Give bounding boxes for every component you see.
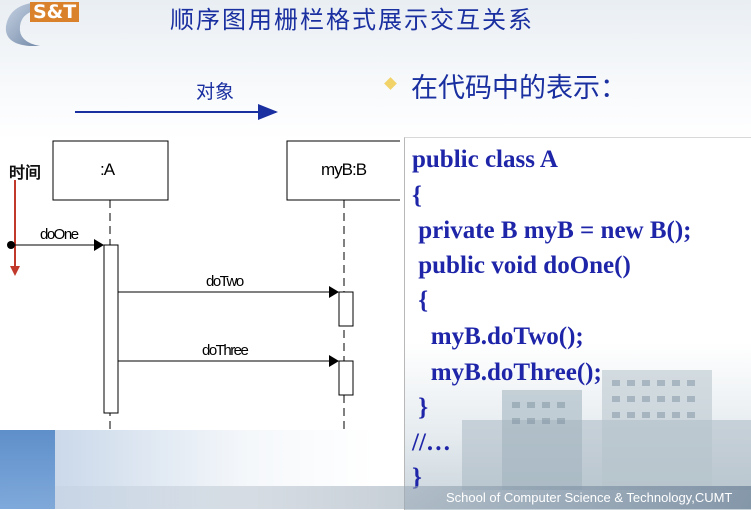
diamond-bullet-icon — [384, 77, 397, 90]
code-panel — [404, 137, 751, 510]
message-label-dothree: doThree — [202, 342, 249, 359]
code-line-4: public void doOne() — [412, 252, 631, 279]
lifeline-name-myb: myB:B — [321, 160, 367, 179]
bullet-heading: 在代码中的表示： — [384, 66, 627, 105]
footer-band — [0, 486, 751, 509]
slide-title: 顺序图用栅栏格式展示交互关系 — [170, 6, 534, 34]
time-axis-arrowhead — [10, 266, 20, 276]
message-label-dotwo: doTwo — [206, 273, 244, 290]
school-logo: S&T — [0, 0, 90, 46]
code-line-6: myB.doTwo(); — [412, 323, 584, 350]
activation-myb-2 — [338, 360, 354, 396]
code-line-8: } — [412, 394, 429, 421]
code-line-9: //… — [412, 429, 451, 456]
code-line-10: } — [412, 464, 422, 491]
lifeline-box-myb[interactable] — [286, 140, 400, 201]
message-label-doone: doOne — [40, 226, 79, 243]
message-arrowhead-dothree — [329, 355, 339, 367]
activation-a — [103, 244, 119, 414]
code-line-1: public class A — [412, 146, 558, 173]
activation-myb-1 — [338, 291, 354, 327]
code-line-2: { — [412, 182, 422, 209]
footer-text: School of Computer Science & Technology,… — [446, 490, 733, 505]
object-axis-label: 对象 — [196, 81, 235, 103]
sequence-diagram — [7, 104, 400, 430]
letter-c-logo-icon — [5, 2, 44, 46]
lifeline-name-a: :A — [100, 160, 115, 179]
code-line-3: private B myB = new B(); — [412, 217, 692, 244]
time-axis-label: 时间 — [9, 163, 42, 182]
message-arrowhead-dotwo — [329, 286, 339, 298]
logo-text: S&T — [30, 2, 80, 22]
message-arrowhead-doone — [94, 239, 104, 251]
code-line-5: { — [412, 287, 429, 314]
code-line-7: myB.doThree(); — [412, 359, 602, 386]
lifeline-box-a[interactable] — [52, 140, 169, 201]
bullet-text: 在代码中的表示： — [411, 73, 627, 104]
campus-building-icon — [462, 370, 751, 490]
header-background — [0, 0, 751, 140]
